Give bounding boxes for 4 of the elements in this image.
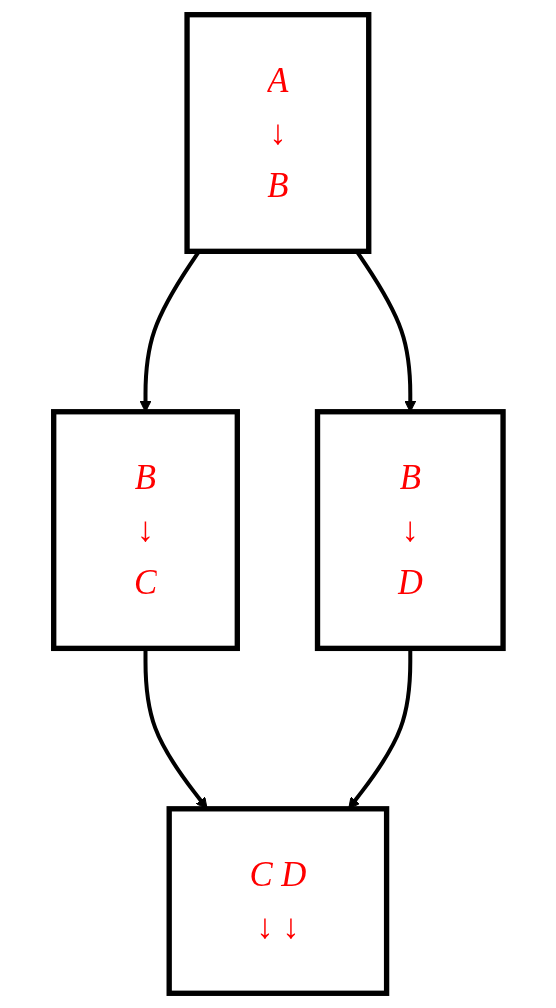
node-box: B ↓ C: [50, 409, 240, 652]
node-box: A ↓ B: [184, 12, 372, 254]
node-box: C D ↓ ↓: [166, 806, 389, 996]
node-box: B ↓ D: [314, 409, 506, 652]
